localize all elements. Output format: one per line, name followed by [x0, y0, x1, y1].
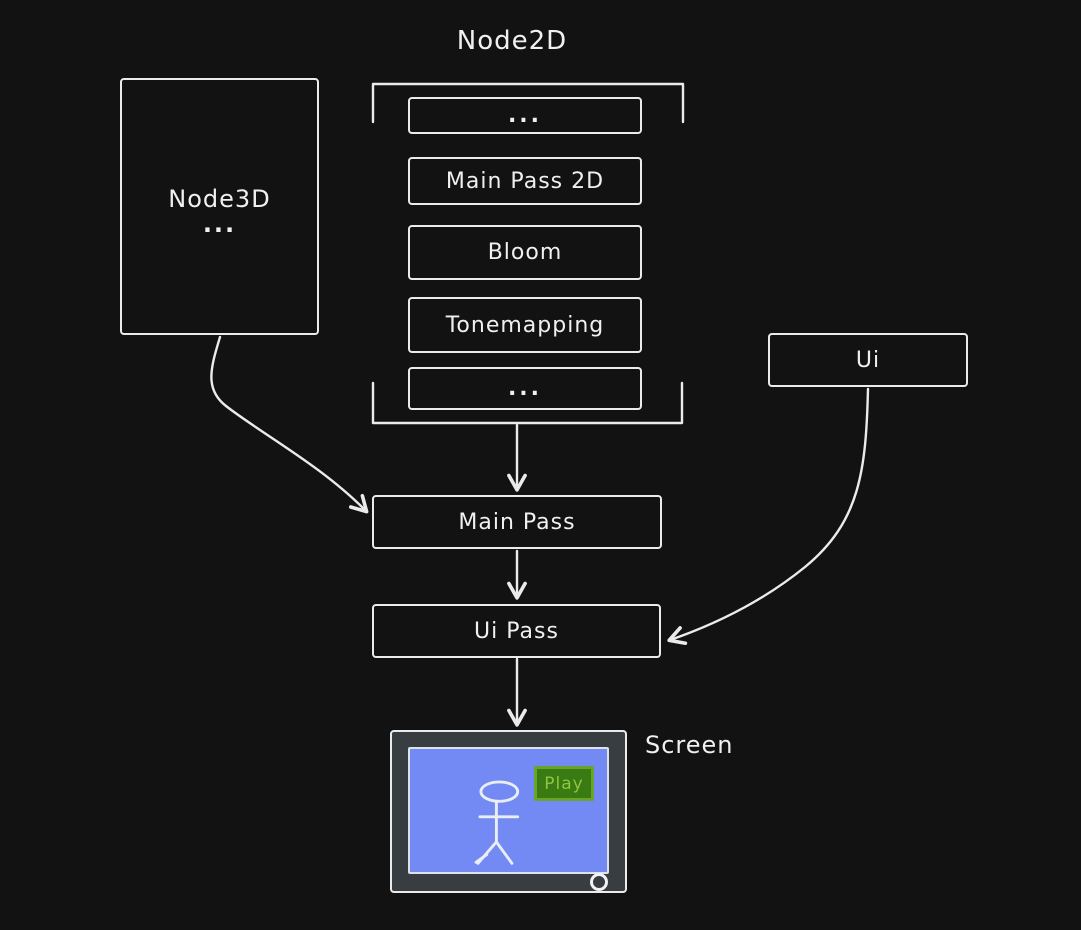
- ui-pass-box: Ui Pass: [372, 604, 661, 658]
- node3d-ellipsis: ...: [202, 209, 237, 238]
- node2d-group-title: Node2D: [456, 26, 568, 56]
- node2d-row-ellipsis-top: ...: [408, 97, 642, 134]
- arrow-node3d-to-main-pass: [210, 335, 369, 514]
- power-button-circle: [590, 873, 608, 891]
- arrow-ui-to-ui-pass: [667, 387, 870, 646]
- node3d-box: Node3D ...: [120, 78, 319, 335]
- play-button-drawing: Play: [534, 766, 594, 801]
- node2d-row-bloom: Bloom: [408, 225, 642, 280]
- node2d-row-main-pass-2d: Main Pass 2D: [408, 157, 642, 205]
- node2d-row-tonemapping: Tonemapping: [408, 297, 642, 353]
- main-pass-box: Main Pass: [372, 495, 662, 549]
- stick-figure-drawing: [474, 780, 520, 865]
- node3d-label: Node3D: [168, 184, 271, 213]
- node2d-row-ellipsis-bottom: ...: [408, 367, 642, 410]
- screen-monitor: Play: [390, 730, 627, 893]
- screen-label: Screen: [645, 731, 734, 759]
- ui-box: Ui: [768, 333, 968, 387]
- screen-display: Play: [408, 747, 609, 874]
